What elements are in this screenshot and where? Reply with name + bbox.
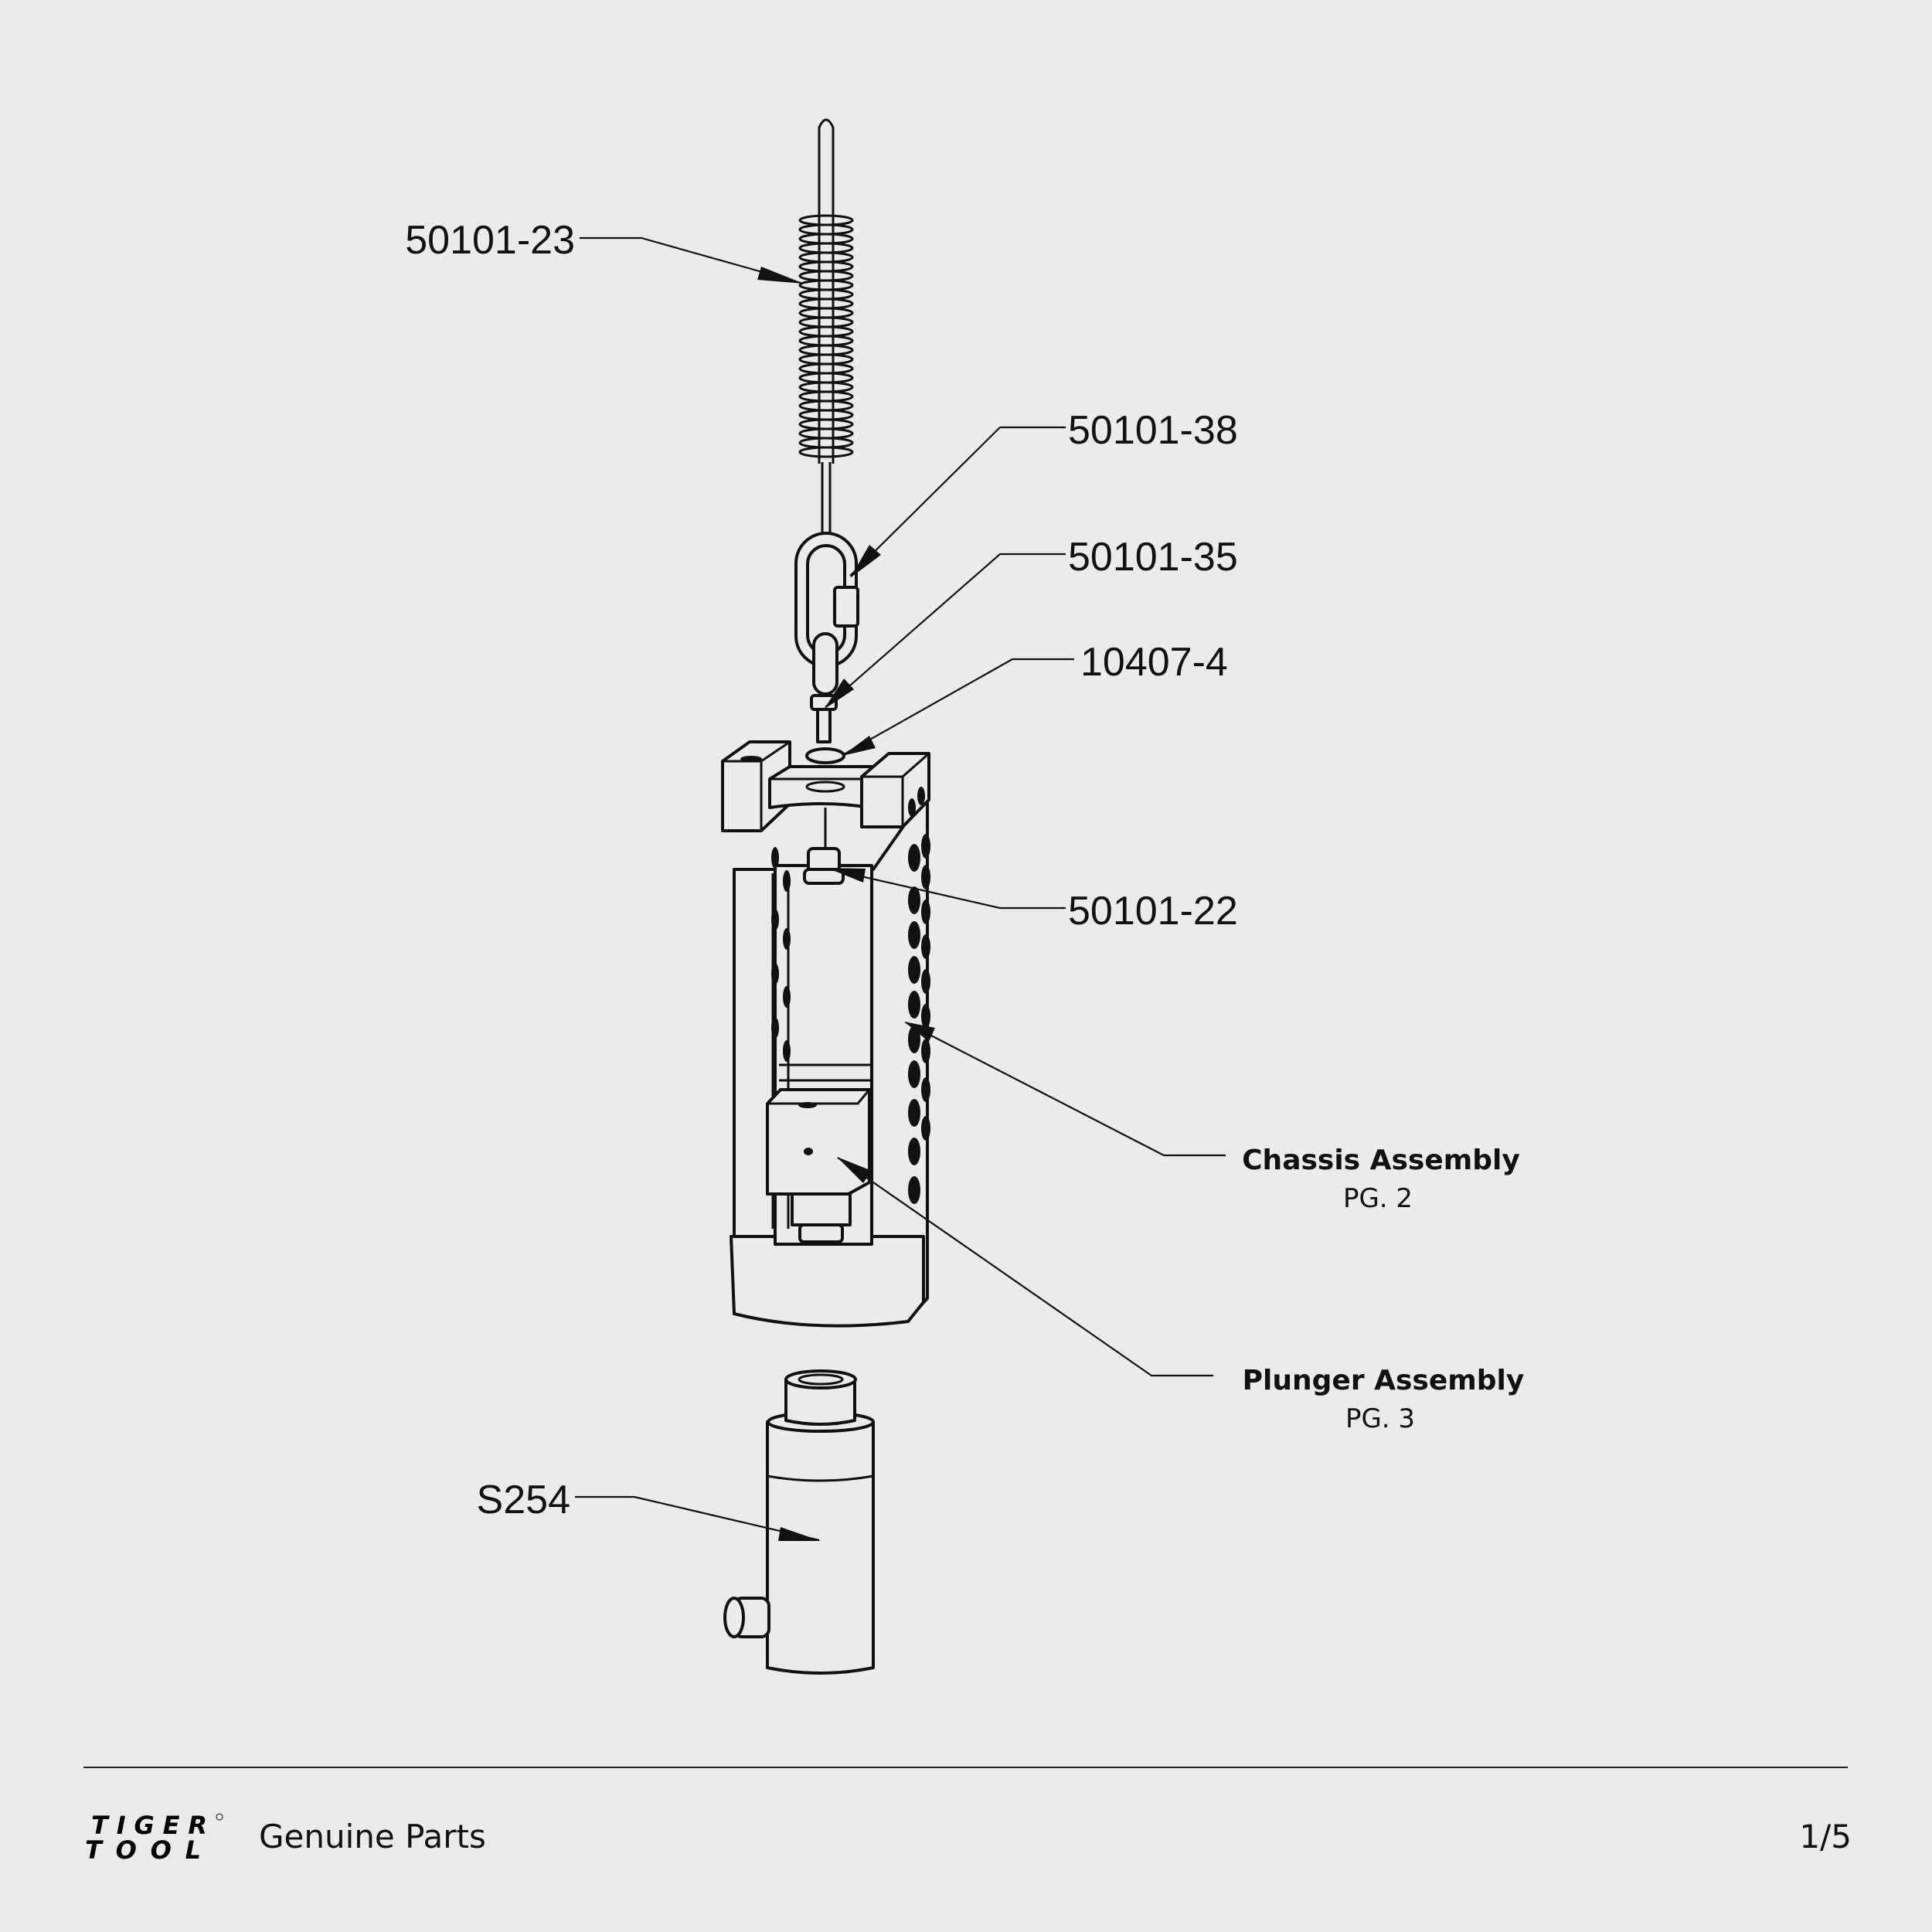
callout-label: 50101-22 <box>1068 889 1238 934</box>
callout-label: 50101-35 <box>1068 535 1238 580</box>
quick-link-50101-38 <box>794 532 859 668</box>
chassis-assembly-title: Chassis Assembly <box>1242 1145 1520 1176</box>
spring-coil <box>798 381 854 393</box>
spring-coil <box>798 233 854 245</box>
leader-lines <box>575 236 1226 1542</box>
spring-coil <box>798 307 854 319</box>
spring-coil <box>798 242 854 254</box>
spring-coil <box>798 427 854 440</box>
spring-coil <box>798 353 854 366</box>
callout-label: 50101-23 <box>405 218 575 263</box>
spring-coil <box>798 325 854 338</box>
spring-coil <box>798 298 854 310</box>
spring-coil <box>798 223 854 236</box>
spring-coil <box>798 316 854 328</box>
chassis-assembly-page-ref[interactable]: PG. 2 <box>1343 1183 1413 1214</box>
spring-coil <box>798 270 854 282</box>
spring-50101-23 <box>798 118 854 464</box>
spring-coil <box>798 446 854 458</box>
spring-coil <box>798 344 854 356</box>
spring-wire <box>821 462 832 533</box>
callout-label: 50101-38 <box>1068 408 1238 453</box>
plunger-assembly-page-ref[interactable]: PG. 3 <box>1345 1403 1415 1434</box>
cylinder-S254 <box>723 1369 875 1675</box>
spring-coil <box>798 260 854 273</box>
spring-coil <box>798 400 854 412</box>
callout-label: S254 <box>477 1478 570 1522</box>
spring-coil <box>798 409 854 421</box>
spring-coil <box>798 437 854 449</box>
washer-10407-4 <box>805 747 845 764</box>
spring-coil <box>798 372 854 384</box>
spring-coil <box>798 390 854 403</box>
spring-coil <box>798 214 854 226</box>
spring-coil <box>798 288 854 301</box>
spring-coil <box>798 279 854 291</box>
callout-label: 10407-4 <box>1080 640 1228 685</box>
spring-coil <box>798 362 854 375</box>
tiger-tool-logo: TIGER TOOL <box>85 1811 223 1862</box>
spring-coil <box>798 418 854 430</box>
chassis-assembly <box>721 740 930 1328</box>
plunger-assembly-title: Plunger Assembly <box>1243 1365 1525 1396</box>
spring-coil <box>798 251 854 264</box>
spring-coil <box>798 335 854 347</box>
link-50101-35 <box>810 632 838 743</box>
footer-divider <box>83 1767 1848 1768</box>
page-indicator: 1/5 <box>1799 1818 1852 1855</box>
footer-tagline: Genuine Parts <box>259 1818 486 1855</box>
